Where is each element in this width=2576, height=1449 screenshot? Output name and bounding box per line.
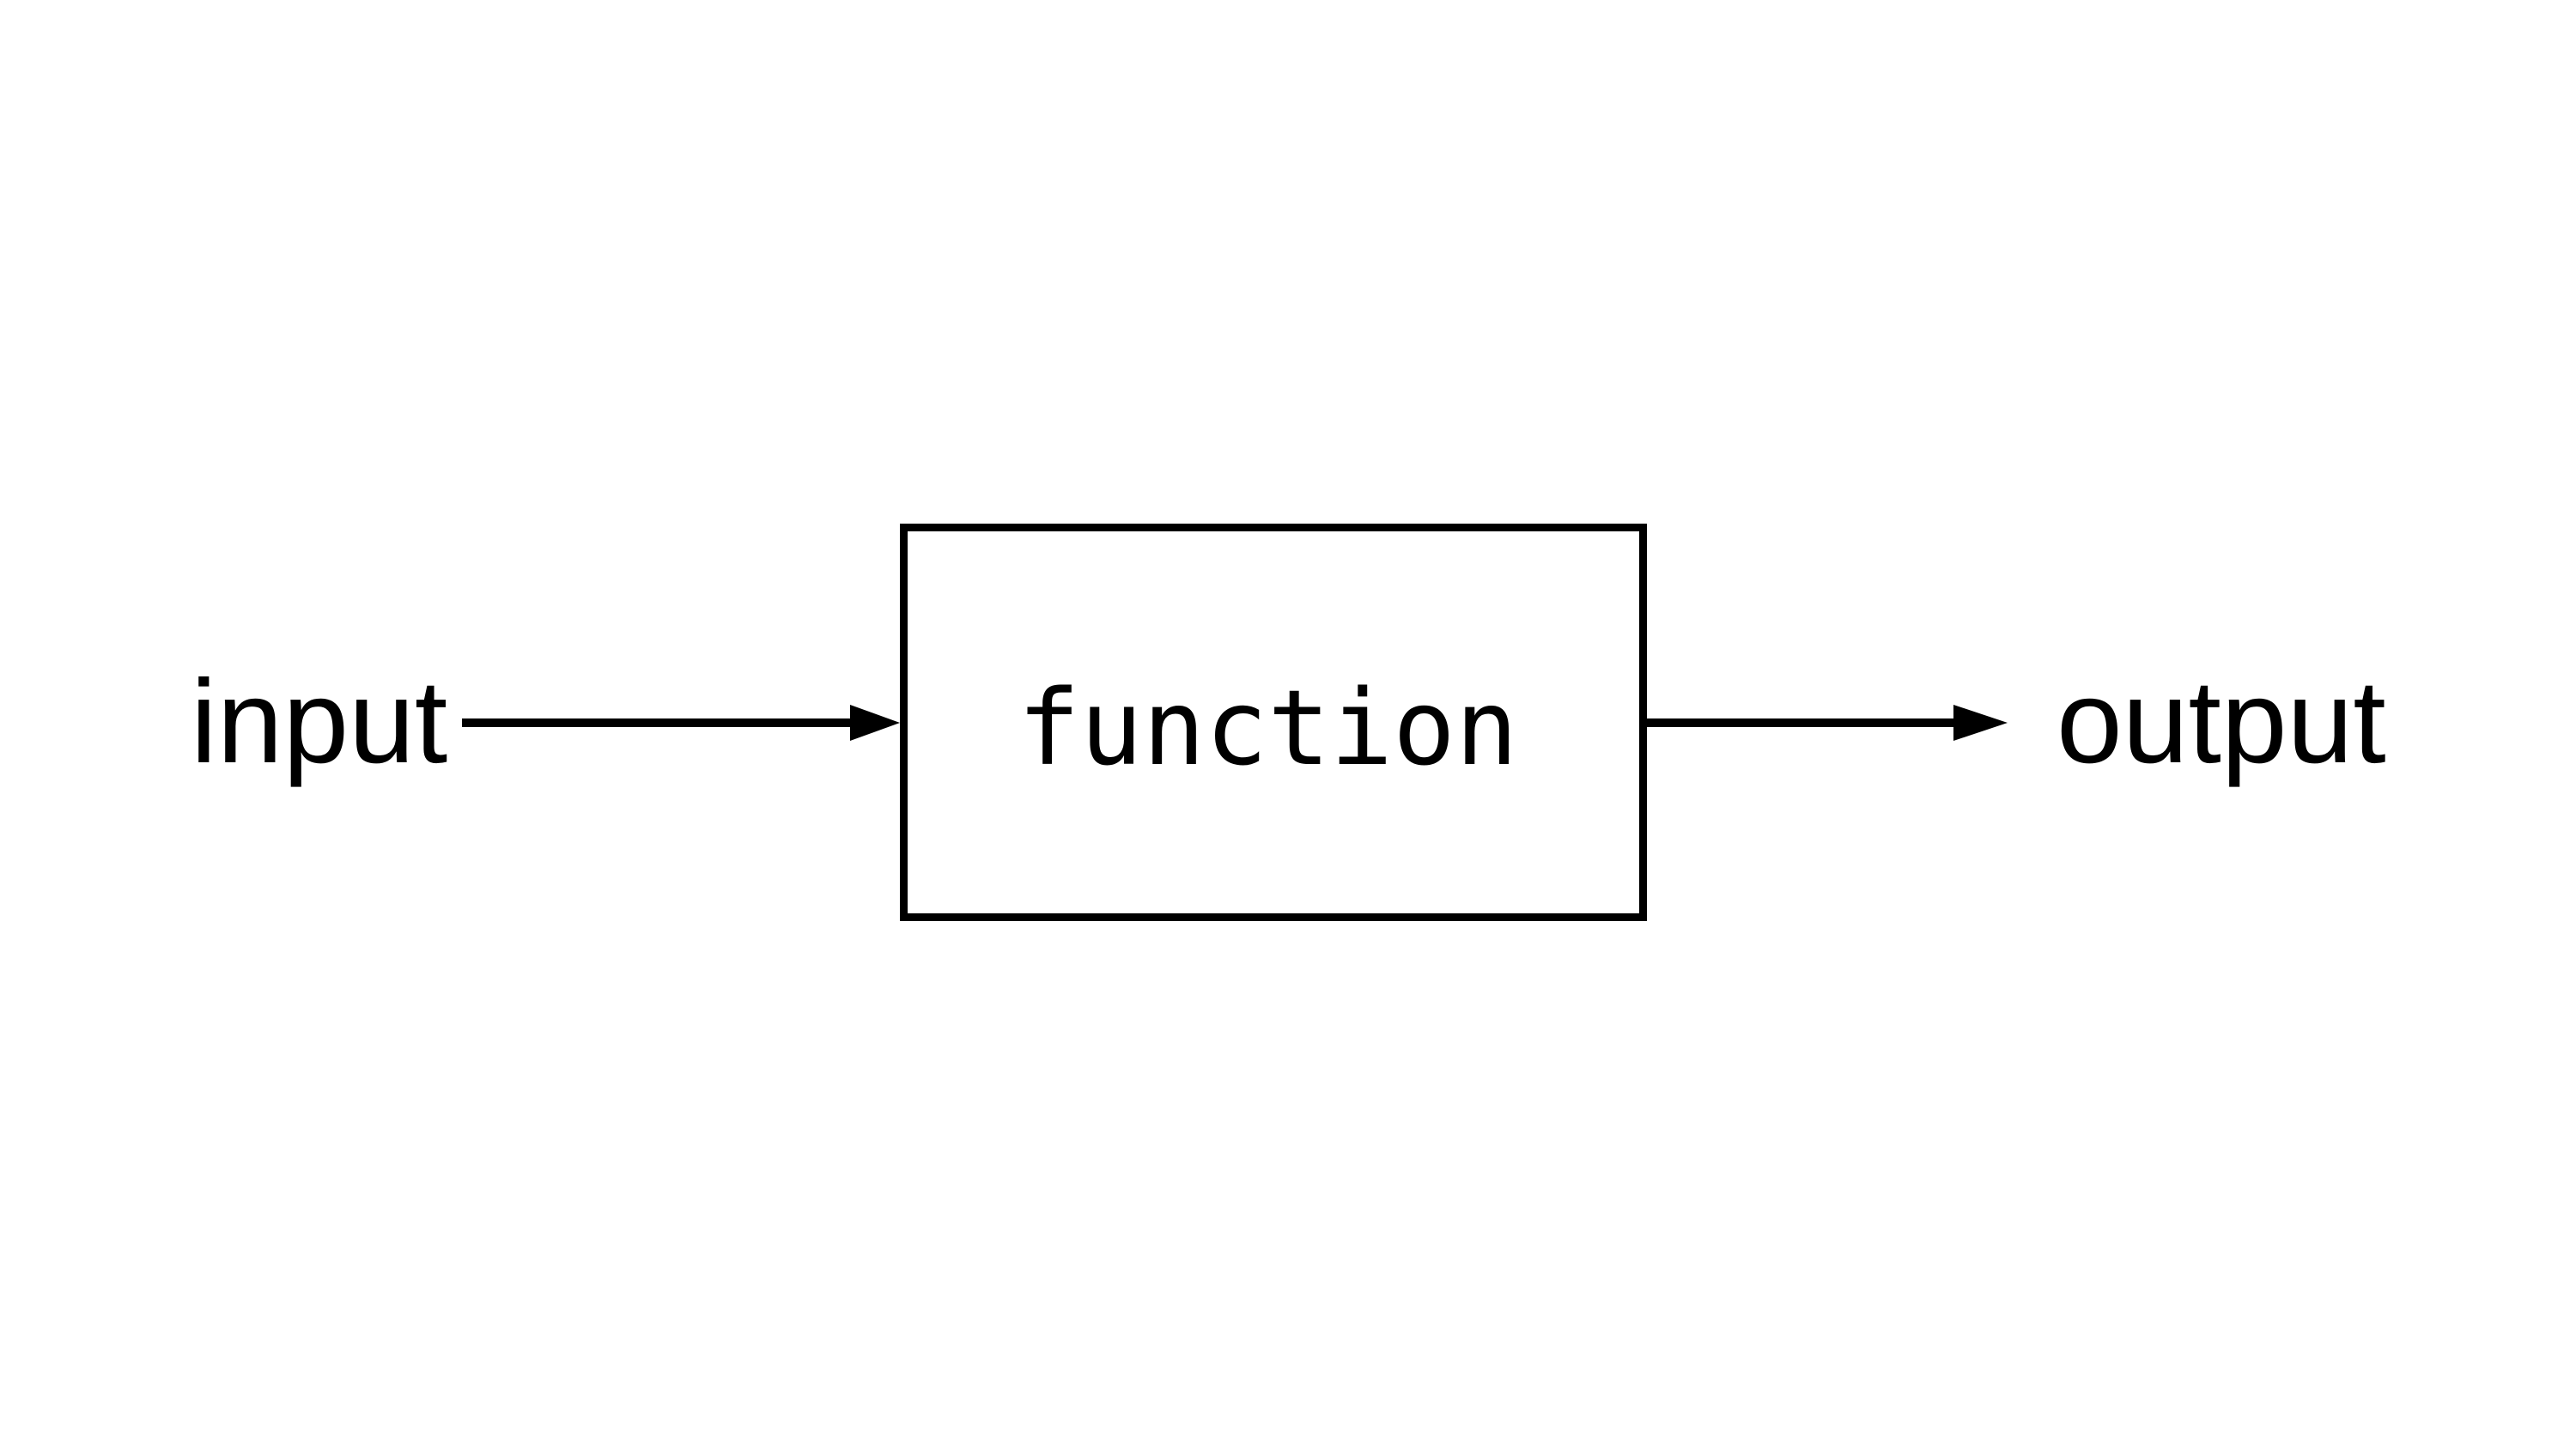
output-label: output bbox=[2057, 656, 2386, 788]
function-label: function bbox=[1018, 668, 1518, 789]
input-arrowhead-icon bbox=[850, 705, 900, 741]
input-label: input bbox=[191, 656, 447, 788]
function-to-output-arrow bbox=[1643, 705, 2008, 741]
input-to-function-arrow bbox=[462, 705, 900, 741]
output-arrowhead-icon bbox=[1953, 705, 2008, 741]
function-block: function bbox=[900, 524, 1647, 921]
